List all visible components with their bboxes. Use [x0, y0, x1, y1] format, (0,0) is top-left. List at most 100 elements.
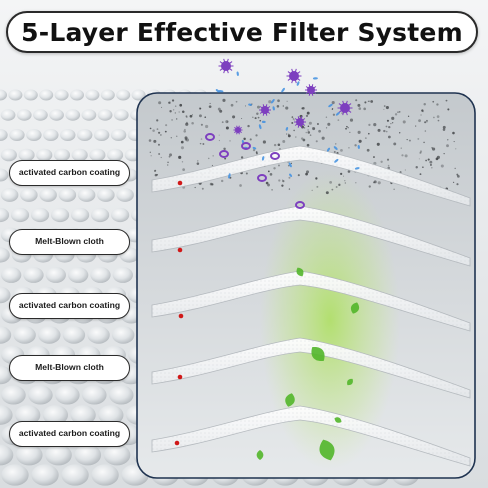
layer-label-text: activated carbon coating [19, 168, 120, 178]
dust-speck [384, 105, 386, 107]
dust-speck [433, 117, 435, 119]
dust-speck [289, 188, 290, 189]
dust-speck [312, 190, 313, 191]
dust-speck [270, 173, 273, 176]
dust-speck [420, 150, 422, 152]
dust-speck [419, 158, 420, 159]
dust-speck [313, 128, 315, 130]
blue-particle [281, 87, 286, 93]
dust-speck [337, 119, 339, 121]
dust-speck [161, 107, 162, 108]
dust-speck [401, 147, 402, 148]
dust-speck [455, 148, 456, 149]
dust-speck [418, 119, 421, 122]
dust-speck [232, 115, 235, 118]
blue-particle [313, 77, 318, 79]
dust-speck [392, 122, 393, 123]
dust-speck [282, 180, 283, 181]
dust-speck [255, 117, 257, 119]
dust-speck [316, 140, 318, 142]
dust-speck [273, 167, 275, 169]
dust-speck [282, 140, 285, 143]
dust-speck [271, 189, 272, 190]
layer-label-4: Melt-Blown cloth [9, 355, 130, 381]
dust-speck [345, 128, 347, 130]
dust-speck [401, 154, 403, 156]
dust-speck [399, 132, 400, 133]
dust-speck [346, 126, 348, 128]
virus-body [296, 118, 304, 126]
dust-speck [274, 144, 276, 146]
dust-speck [370, 100, 373, 103]
dust-speck [179, 112, 180, 113]
dust-speck [175, 112, 176, 113]
dust-speck [210, 103, 211, 104]
dust-speck [367, 149, 370, 152]
virus-body [221, 61, 231, 71]
dust-speck [156, 119, 158, 121]
dust-speck [257, 106, 260, 109]
virus-body [261, 106, 269, 114]
dust-speck [421, 109, 423, 111]
dust-speck [456, 183, 458, 185]
dust-speck [327, 123, 330, 126]
dust-speck [407, 139, 408, 140]
dust-speck [446, 144, 449, 147]
dust-speck [359, 140, 362, 143]
dust-speck [378, 181, 381, 184]
dust-speck [350, 119, 353, 122]
dust-speck [387, 120, 389, 122]
dust-speck [430, 164, 432, 166]
dust-speck [269, 184, 270, 185]
virus-body [340, 103, 350, 113]
dust-speck [318, 130, 321, 133]
layer-label-2: Melt-Blown cloth [9, 229, 130, 255]
dust-speck [190, 115, 193, 118]
dust-speck [201, 138, 202, 139]
layer-label-text: activated carbon coating [19, 301, 120, 311]
dust-speck [377, 143, 380, 146]
dust-speck [197, 160, 198, 161]
dust-speck [326, 127, 327, 128]
dust-speck [386, 126, 388, 128]
dust-speck [278, 144, 281, 147]
dust-speck [212, 165, 213, 166]
dust-speck [332, 109, 333, 110]
dust-speck [278, 179, 280, 181]
dust-speck [209, 105, 212, 108]
dust-speck [229, 140, 230, 141]
dust-speck [277, 99, 280, 102]
dust-speck [425, 130, 427, 132]
dust-speck [368, 124, 370, 126]
layer-marker-dot [178, 248, 183, 253]
dust-speck [348, 127, 349, 128]
dust-speck [423, 142, 425, 144]
dust-speck [308, 125, 310, 127]
dust-speck [258, 117, 260, 119]
dust-speck [295, 136, 296, 137]
dust-speck [285, 106, 288, 109]
dust-speck [239, 184, 242, 187]
dust-speck [306, 115, 308, 117]
dust-speck [182, 161, 183, 162]
dust-speck [409, 140, 411, 142]
dust-speck [298, 174, 300, 176]
dust-speck [256, 113, 258, 115]
dust-speck [173, 109, 174, 110]
dust-speck [343, 176, 344, 177]
dust-speck [395, 113, 397, 115]
dust-speck [358, 131, 361, 134]
layer-label-text: activated carbon coating [19, 429, 120, 439]
dust-speck [333, 114, 335, 116]
dust-speck [204, 116, 206, 118]
layer-label-text: Melt-Blown cloth [35, 363, 104, 373]
layer-label-3: activated carbon coating [9, 293, 130, 319]
dust-speck [243, 138, 245, 140]
dust-speck [236, 101, 238, 103]
dust-speck [354, 144, 356, 146]
dust-speck [415, 125, 416, 126]
layer-label-text: Melt-Blown cloth [35, 237, 104, 247]
dust-speck [355, 182, 356, 183]
dust-speck [202, 143, 204, 145]
dust-speck [447, 139, 448, 140]
